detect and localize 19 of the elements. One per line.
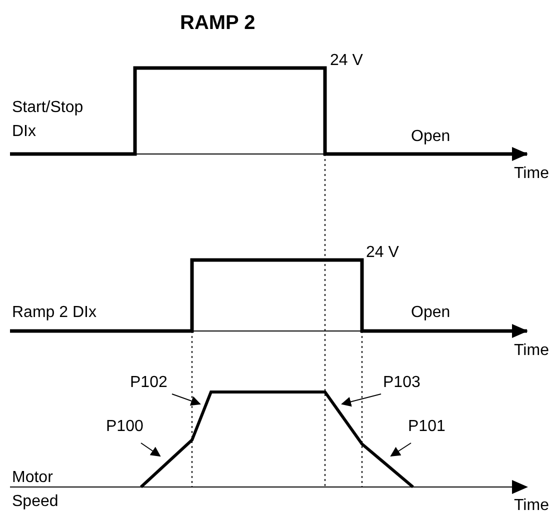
leader-line [390,442,412,457]
leader-line [341,394,382,407]
voltage-label: 24 V [330,52,363,70]
state-label: Open [411,304,450,322]
signal-name: Ramp 2 DIx [12,304,96,322]
parameter-label: P100 [106,418,144,436]
parameter-label: P103 [383,374,420,392]
leader-line [172,394,201,406]
signal-name: Motor Speed [12,468,60,512]
parameter-label: P102 [130,374,168,392]
signal-name: Start/Stop DIx [12,98,84,142]
diagram-title: RAMP 2 [180,12,256,34]
axis-title: Time [514,497,549,515]
voltage-label: 24 V [366,244,399,262]
leader-line [140,442,161,457]
axis-title: Time [514,342,549,360]
state-label: Open [411,128,450,146]
axis-title: Time [514,165,549,183]
parameter-label: P101 [408,418,446,436]
